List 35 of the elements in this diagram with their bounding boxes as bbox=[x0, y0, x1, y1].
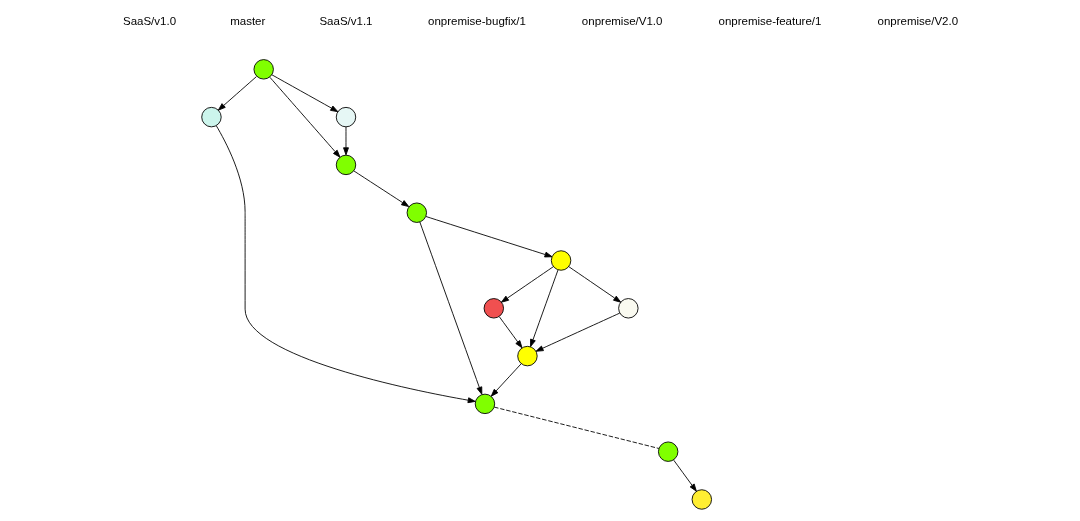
label: master bbox=[229, 14, 265, 27]
arrow bbox=[270, 74, 338, 113]
arrow bbox=[535, 312, 620, 352]
arrow bbox=[352, 170, 409, 207]
arrow bbox=[424, 216, 552, 258]
arrow bbox=[490, 363, 522, 397]
node-circle bbox=[617, 298, 639, 319]
arrow bbox=[418, 221, 482, 395]
label: onpremise/V2.0 bbox=[877, 14, 958, 27]
label: SaaS/v1.0 bbox=[122, 14, 176, 27]
node-circle bbox=[253, 59, 274, 80]
node-circle bbox=[200, 106, 222, 128]
arrow bbox=[529, 269, 558, 347]
node-circle bbox=[335, 106, 356, 128]
node-circle bbox=[335, 154, 356, 176]
arrow bbox=[567, 266, 621, 303]
label: onpremise/V1.0 bbox=[581, 14, 662, 27]
arrow bbox=[215, 125, 476, 404]
arrow bbox=[342, 126, 349, 156]
node-circle bbox=[657, 441, 678, 462]
connector bbox=[493, 406, 659, 449]
node-circle bbox=[483, 298, 504, 319]
node-circle bbox=[691, 489, 712, 510]
node-circle bbox=[516, 345, 538, 367]
arrow bbox=[500, 266, 554, 303]
label: onpremise-feature/1 bbox=[718, 14, 821, 27]
arrow bbox=[498, 316, 522, 349]
node-circle bbox=[474, 393, 495, 415]
node-circle bbox=[550, 250, 571, 271]
label: SaaS/v1.1 bbox=[318, 14, 373, 27]
label: onpremise-bugfix/1 bbox=[427, 14, 526, 27]
arrow bbox=[672, 459, 697, 492]
arrow bbox=[217, 76, 257, 111]
node-circle bbox=[406, 202, 427, 223]
arrow bbox=[268, 76, 340, 158]
